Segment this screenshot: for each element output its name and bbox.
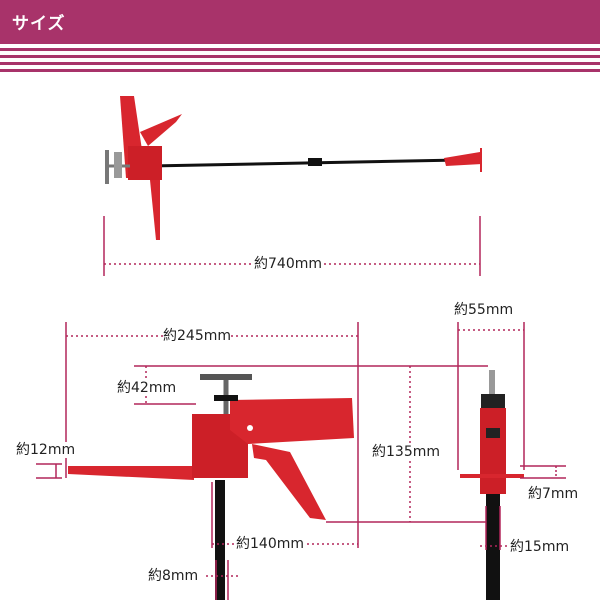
caulking-gun-side-icon [105,96,482,240]
caulking-gun-closeup-icon [68,374,354,600]
dim-lower-length: 約140mm [236,536,304,552]
section-header: サイズ [0,0,600,44]
dim-total-length: 約740mm [254,256,322,272]
dim-plate-gap: 約7mm [528,486,579,502]
header-stripes [0,44,600,80]
dim-rod-width: 約15mm [510,539,570,555]
section-title: サイズ [12,14,66,34]
dim-handle-to-top: 約42mm [117,380,177,396]
dim-height: 約135mm [372,444,440,460]
dim-rod-diameter: 約8mm [148,568,199,584]
dim-width: 約55mm [454,302,514,318]
dim-plate-thickness: 約12mm [16,442,76,458]
dim-body-length: 約245mm [163,328,231,344]
caulking-gun-front-icon [460,370,524,600]
